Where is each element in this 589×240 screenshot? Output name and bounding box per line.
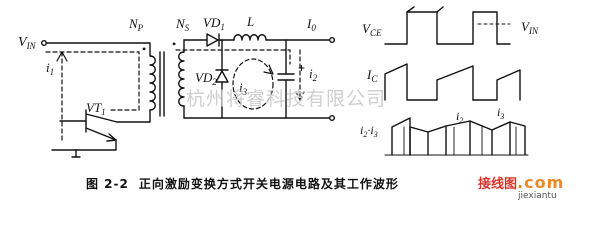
secondary-winding-ns bbox=[178, 39, 185, 119]
ic-waveform bbox=[384, 63, 521, 101]
i1-label: i1 bbox=[46, 60, 54, 77]
company-watermark: 杭州将睿科技有限公司 bbox=[186, 88, 387, 110]
vce-waveform bbox=[384, 6, 511, 45]
vt1-label: VT1 bbox=[86, 100, 106, 117]
i3-wave-label: i3 bbox=[497, 105, 504, 121]
current-i1-path bbox=[45, 51, 140, 141]
vin-label: VIN bbox=[18, 35, 37, 51]
ns-label: NS bbox=[175, 16, 190, 33]
vin-wave-label: VIN bbox=[521, 19, 539, 36]
transistor-vt1 bbox=[51, 109, 118, 158]
site-logo-url: jiexiantu bbox=[518, 191, 557, 201]
vd2-diode bbox=[215, 39, 229, 119]
inductor-l bbox=[233, 34, 336, 44]
figure-canvas: VIN NP NS VD1 L I0 i1 VD2 i3 i2 VT1 • • … bbox=[18, 6, 564, 201]
i2-i3-label: i2·i3 bbox=[360, 123, 378, 139]
i2-wave-label: i2 bbox=[456, 109, 463, 125]
np-polarity-dot: • bbox=[142, 42, 146, 56]
primary-winding-np bbox=[116, 55, 156, 123]
i2-i3-waveform bbox=[384, 117, 529, 156]
figure-title: 正向激励变换方式开关电源电路及其工作波形 bbox=[138, 177, 399, 191]
figure-number: 图 2-2 bbox=[86, 177, 129, 191]
io-label: I0 bbox=[306, 16, 316, 33]
ic-label: IC bbox=[366, 67, 378, 84]
circuit-and-waveform-figure: VIN NP NS VD1 L I0 i1 VD2 i3 i2 VT1 • • … bbox=[18, 6, 539, 158]
secondary-return-wire bbox=[183, 114, 336, 121]
figure-caption: 图 2-2 正向激励变换方式开关电源电路及其工作波形 bbox=[86, 175, 399, 192]
i3-label: i3 bbox=[239, 80, 248, 97]
current-i2-path bbox=[175, 49, 305, 101]
np-label: NP bbox=[128, 16, 144, 33]
site-logo-name: 接线图 bbox=[478, 177, 518, 192]
transformer-core bbox=[159, 51, 165, 117]
vce-label: VCE bbox=[362, 21, 382, 38]
vd1-label: VD1 bbox=[203, 15, 225, 32]
i2-label: i2 bbox=[309, 66, 318, 83]
site-logo: 接线图.com jiexiantu bbox=[478, 173, 564, 201]
vd1-diode bbox=[183, 33, 235, 47]
current-i3-loop bbox=[232, 58, 274, 110]
inductor-label: L bbox=[246, 14, 254, 29]
ns-polarity-dot: • bbox=[172, 37, 176, 51]
vin-input-wire bbox=[41, 40, 151, 57]
vd2-label: VD2 bbox=[195, 70, 217, 87]
site-logo-domain: .com bbox=[517, 173, 565, 192]
